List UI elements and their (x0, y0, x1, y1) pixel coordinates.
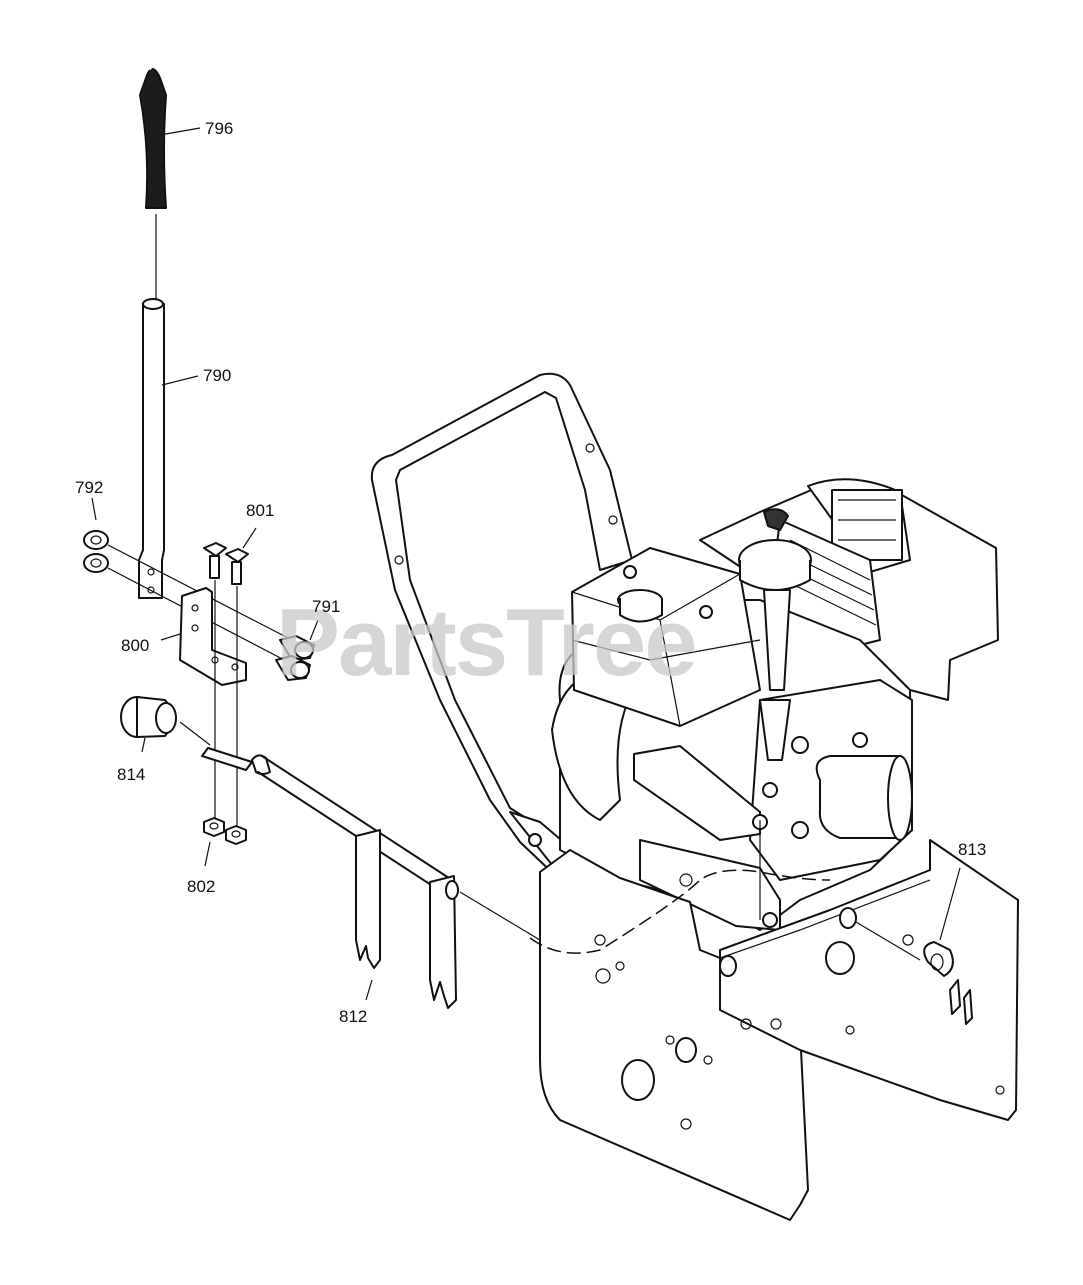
callout-801: 801 (246, 501, 274, 520)
callout-792: 792 (75, 478, 103, 497)
shift-shaft-assembly (201, 747, 541, 1009)
callout-813: 813 (958, 840, 986, 859)
e-clip-813 (839, 867, 961, 977)
leader-lines (91, 127, 201, 521)
callout-790: 790 (203, 366, 231, 385)
callout-800: 800 (121, 636, 149, 655)
frame-plates (529, 839, 1019, 1221)
callout-802: 802 (187, 877, 215, 896)
callout-814: 814 (117, 765, 145, 784)
flange-bushing (120, 696, 211, 753)
engine (551, 478, 999, 931)
partstree-watermark: PartsTree (276, 589, 696, 696)
callout-791: 791 (312, 597, 340, 616)
mounting-bracket (160, 587, 247, 686)
callout-796: 796 (205, 119, 233, 138)
bolts-801 (203, 527, 257, 826)
bolts-791 (275, 619, 319, 681)
shift-rod (138, 298, 165, 599)
callout-812: 812 (339, 1007, 367, 1026)
hex-nuts-802 (203, 817, 247, 867)
shift-handle-grip (139, 65, 167, 300)
